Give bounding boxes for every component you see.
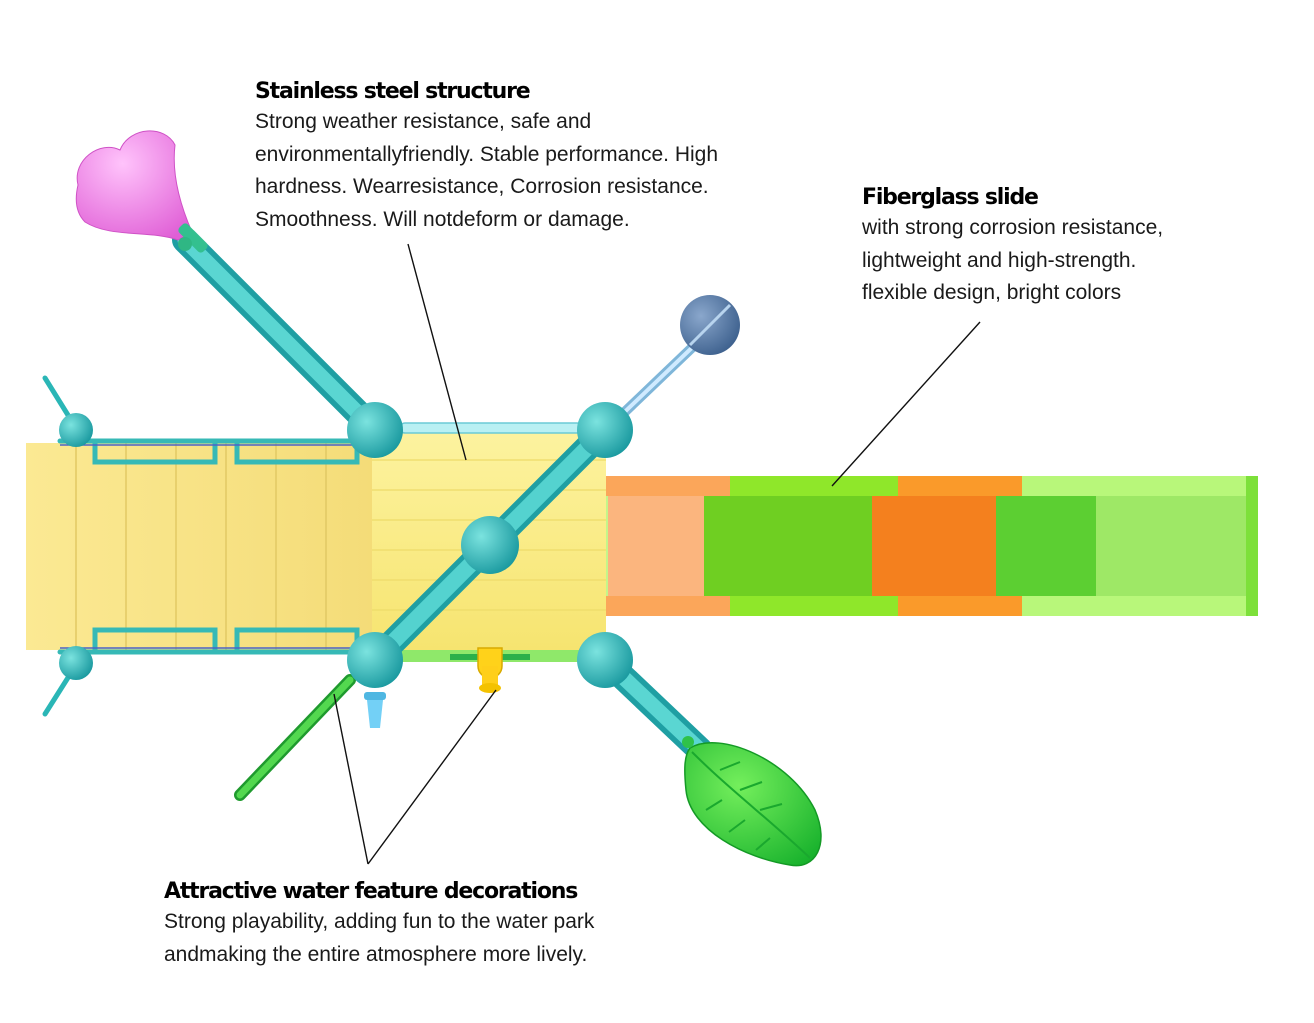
fiberglass-slide <box>606 476 1258 616</box>
callout-leader-lines <box>333 243 981 865</box>
pink-flower-sprayer <box>75 130 208 253</box>
annotation-body: Strong weather resistance, safe and envi… <box>255 110 719 231</box>
annotation-water-features: Attractive water feature decorations Str… <box>164 878 724 971</box>
ball-joints <box>59 402 633 688</box>
annotation-body: with strong corrosion resistance, lightw… <box>862 216 1164 304</box>
annotation-title: Fiberglass slide <box>862 185 1039 210</box>
annotation-body: Strong playability, adding fun to the wa… <box>164 910 595 966</box>
annotation-title: Attractive water feature decorations <box>164 879 578 904</box>
blue-ball-decoration <box>680 295 740 355</box>
annotation-stainless-steel: Stainless steel structure Strong weather… <box>255 78 815 236</box>
annotation-title: Stainless steel structure <box>255 79 531 104</box>
annotation-fiberglass-slide: Fiberglass slide with strong corrosion r… <box>862 184 1302 310</box>
staircase <box>26 438 376 655</box>
green-leaf-sprayer <box>682 736 822 867</box>
